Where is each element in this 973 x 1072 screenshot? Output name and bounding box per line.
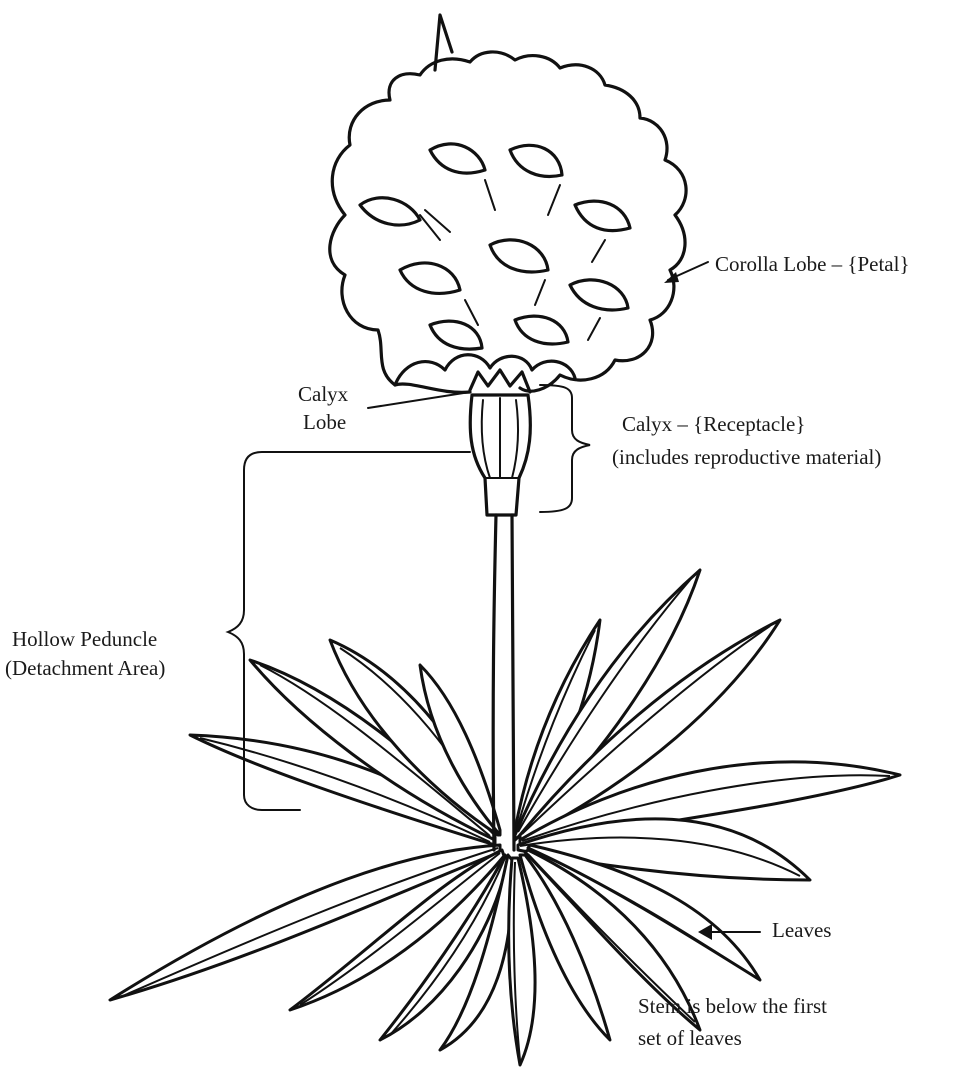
label-corolla-lobe: Corolla Lobe – {Petal} bbox=[715, 252, 910, 276]
label-peduncle-line2: (Detachment Area) bbox=[5, 656, 165, 680]
label-calyx-line1: Calyx – {Receptacle} bbox=[622, 412, 805, 436]
flower-head bbox=[330, 15, 686, 392]
label-calyx-line2: (includes reproductive material) bbox=[612, 445, 881, 469]
leaves-back bbox=[190, 570, 900, 880]
stem bbox=[493, 515, 514, 850]
label-calyx-lobe-line1: Calyx bbox=[298, 382, 348, 406]
calyx bbox=[470, 370, 530, 515]
label-peduncle-line1: Hollow Peduncle bbox=[12, 627, 157, 651]
label-calyx-lobe-line2: Lobe bbox=[303, 410, 346, 434]
label-stem-line2: set of leaves bbox=[638, 1026, 742, 1050]
label-stem-line1: Stem is below the first bbox=[638, 994, 827, 1018]
label-leaves: Leaves bbox=[772, 918, 831, 942]
